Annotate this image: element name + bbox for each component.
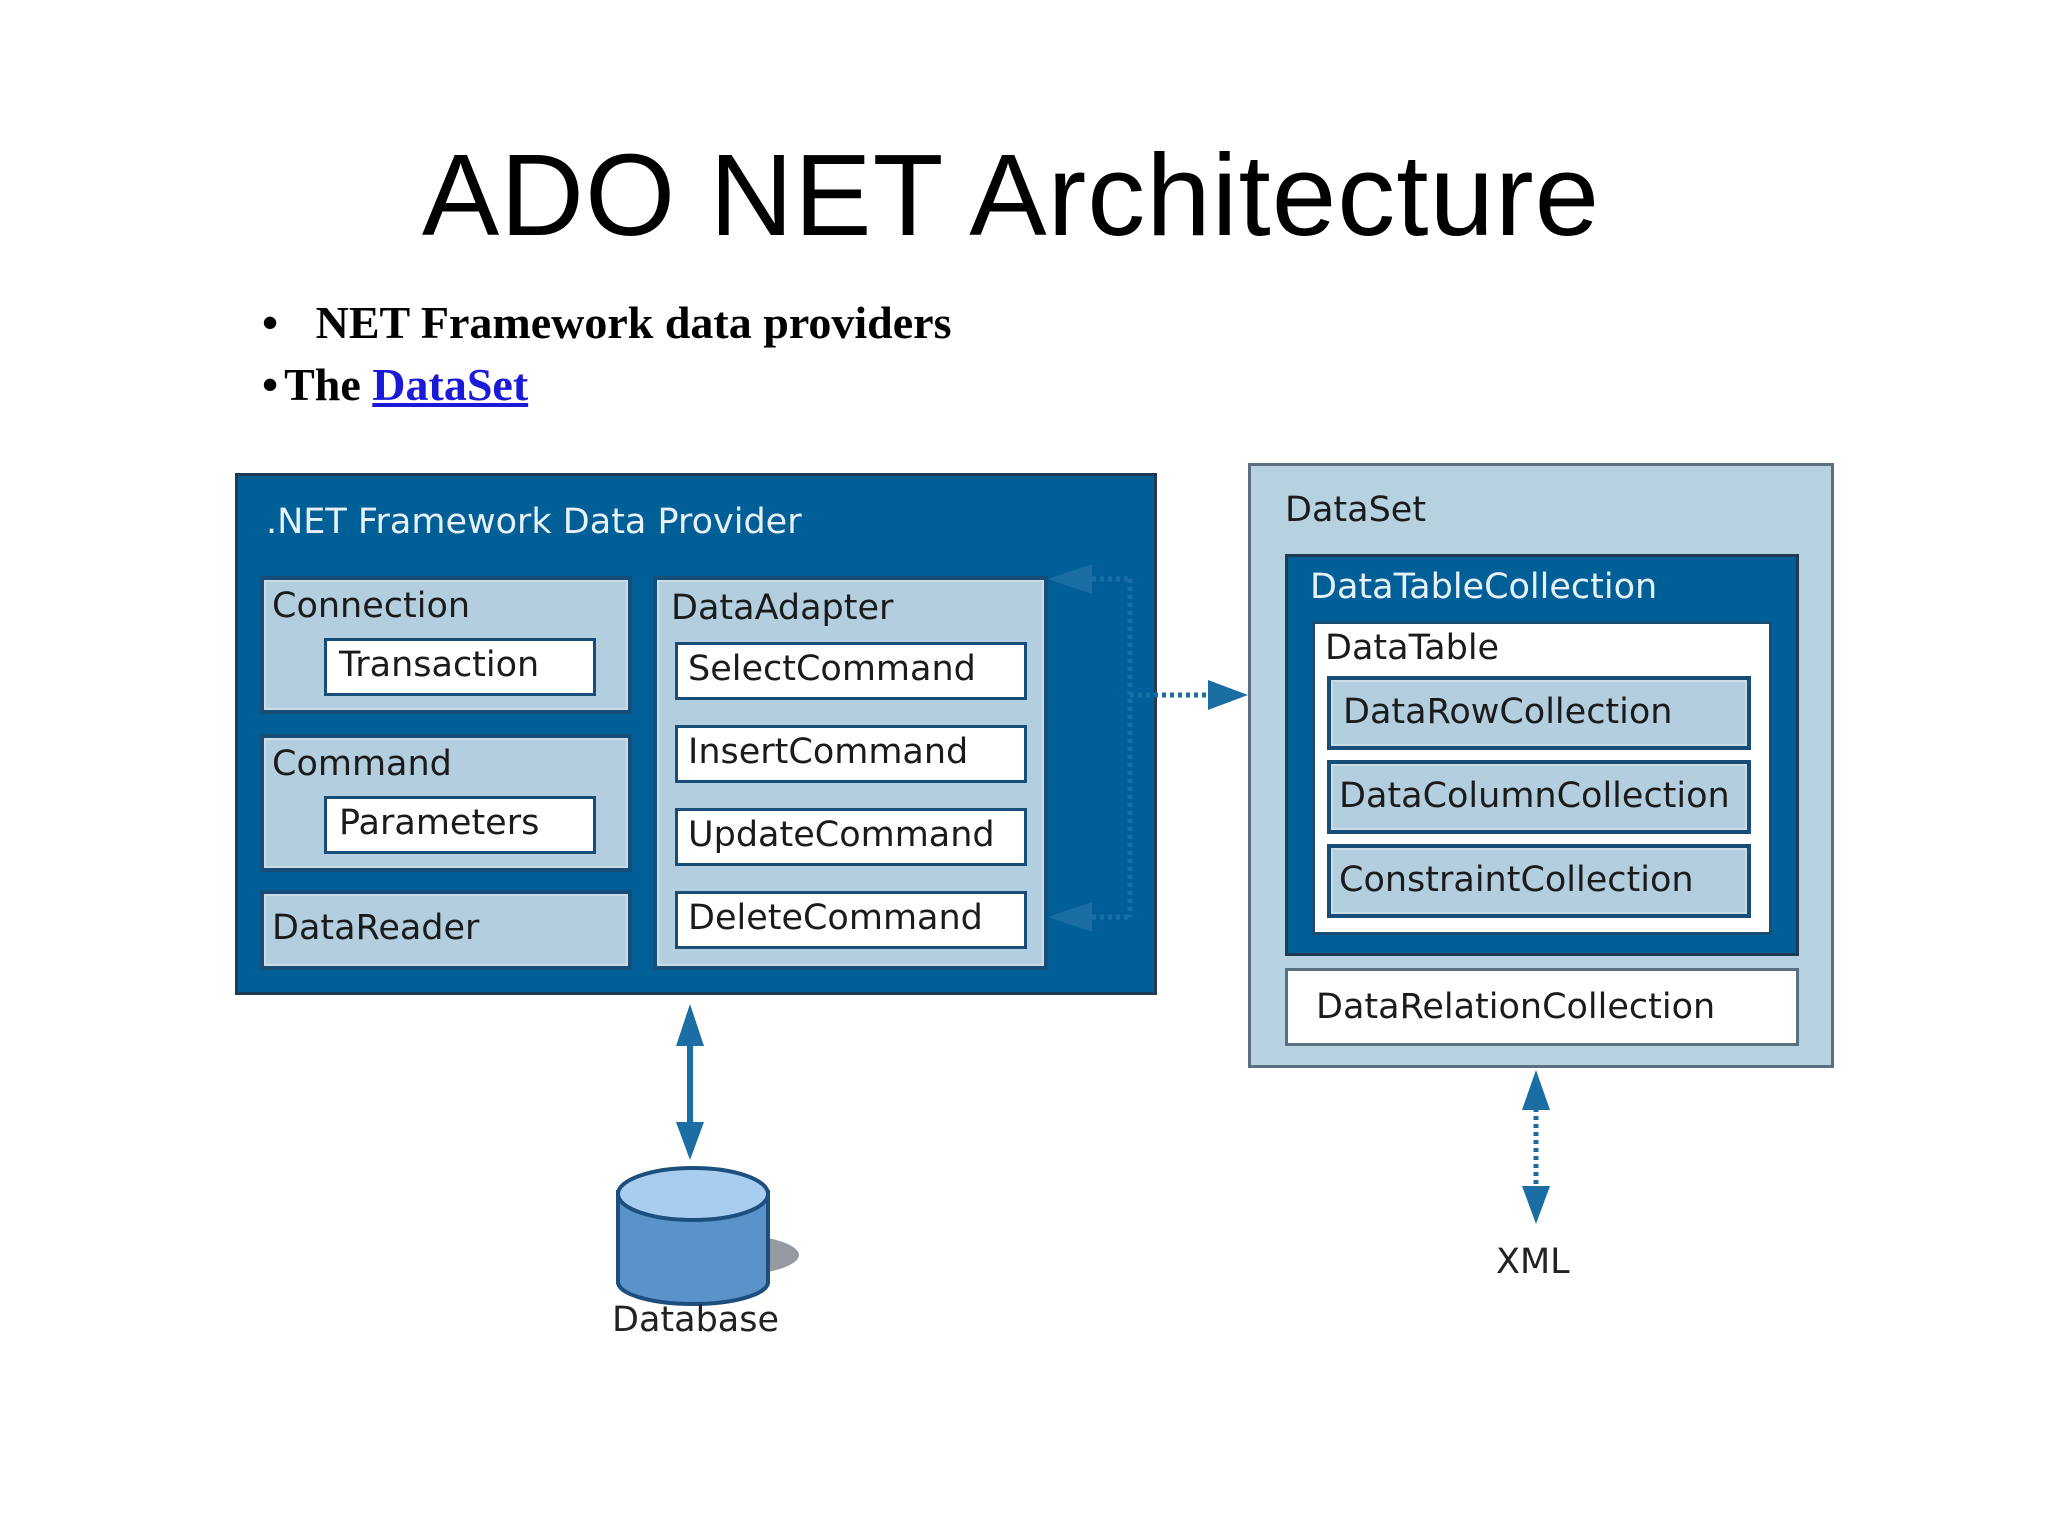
datacolumncollection-box: DataColumnCollection <box>1327 760 1751 834</box>
data-provider-title: .NET Framework Data Provider <box>266 502 802 542</box>
datatablecollection-label: DataTableCollection <box>1310 567 1658 607</box>
dataset-xml-connector <box>1522 1070 1550 1224</box>
bullet-text: The <box>284 359 373 410</box>
bullet-text: NET Framework data providers <box>315 297 952 348</box>
constraintcollection-label: ConstraintCollection <box>1339 860 1694 900</box>
datarowcollection-box: DataRowCollection <box>1327 676 1751 750</box>
arrowhead-up-icon <box>676 1004 704 1046</box>
xml-label: XML <box>1496 1242 1570 1282</box>
connection-label: Connection <box>272 586 471 626</box>
dataset-link[interactable]: DataSet <box>372 359 529 410</box>
selectcommand-box: SelectCommand <box>675 642 1027 700</box>
adapter-dataset-connector <box>1048 564 1248 932</box>
arrowhead-up-icon <box>1522 1070 1550 1110</box>
connection-box: Connection Transaction <box>260 576 632 714</box>
dataset-panel: DataSet DataTableCollection DataTable Da… <box>1248 463 1834 1068</box>
data-provider-panel: .NET Framework Data Provider Connection … <box>235 473 1157 995</box>
selectcommand-label: SelectCommand <box>688 649 976 689</box>
updatecommand-box: UpdateCommand <box>675 808 1027 866</box>
datatablecollection-box: DataTableCollection DataTable DataRowCol… <box>1285 554 1799 956</box>
constraintcollection-box: ConstraintCollection <box>1327 844 1751 918</box>
database-icon <box>616 1166 799 1306</box>
datacolumncollection-label: DataColumnCollection <box>1339 776 1730 816</box>
deletecommand-label: DeleteCommand <box>688 898 983 938</box>
transaction-label: Transaction <box>339 645 540 685</box>
arrowhead-down-icon <box>676 1122 704 1160</box>
datareader-label: DataReader <box>272 908 480 948</box>
parameters-label: Parameters <box>339 803 540 843</box>
arrowhead-right-icon <box>1208 680 1248 710</box>
bullet-item-providers: • NET Framework data providers <box>262 296 952 358</box>
slide-title: ADO NET Architecture <box>421 130 1601 260</box>
dataadapter-box: DataAdapter SelectCommand InsertCommand … <box>653 576 1048 970</box>
datarowcollection-label: DataRowCollection <box>1343 692 1673 732</box>
provider-database-connector <box>676 1004 704 1160</box>
bullet-marker: • <box>262 297 279 348</box>
datarelationcollection-label: DataRelationCollection <box>1316 987 1716 1027</box>
datatable-box: DataTable DataRowCollection DataColumnCo… <box>1312 621 1772 935</box>
database-label: Database <box>612 1300 780 1340</box>
deletecommand-box: DeleteCommand <box>675 891 1027 949</box>
datareader-box: DataReader <box>260 890 632 970</box>
bullet-list: • NET Framework data providers •The Data… <box>262 296 952 420</box>
datatable-label: DataTable <box>1325 628 1500 668</box>
command-box: Command Parameters <box>260 734 632 872</box>
updatecommand-label: UpdateCommand <box>688 815 995 855</box>
insertcommand-box: InsertCommand <box>675 725 1027 783</box>
transaction-box: Transaction <box>324 638 596 696</box>
parameters-box: Parameters <box>324 796 596 854</box>
arrowhead-down-icon <box>1522 1186 1550 1224</box>
insertcommand-label: InsertCommand <box>688 732 969 772</box>
bullet-marker: • <box>262 359 279 410</box>
datarelationcollection-box: DataRelationCollection <box>1285 968 1799 1046</box>
bullet-item-dataset: •The DataSet <box>262 358 952 420</box>
command-label: Command <box>272 744 452 784</box>
dataadapter-label: DataAdapter <box>671 588 894 628</box>
arrowhead-left-icon <box>1048 564 1092 594</box>
dataset-title: DataSet <box>1285 490 1427 530</box>
arrowhead-left-icon <box>1048 902 1092 932</box>
